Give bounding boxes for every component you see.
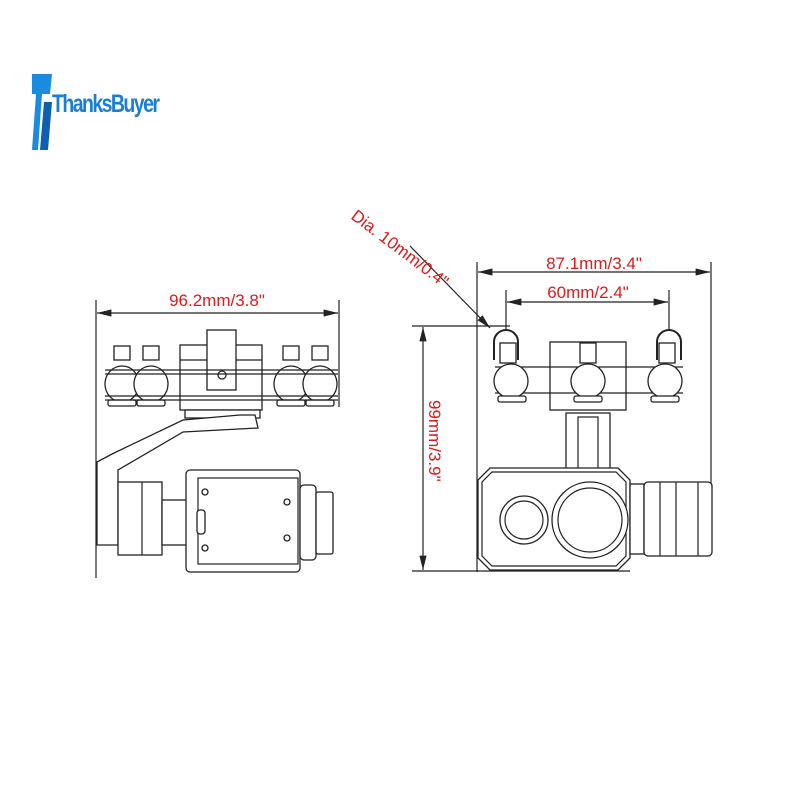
gimbal-arm (96, 414, 259, 546)
side-width-label: 96.2mm/3.8" (169, 291, 265, 310)
zoom-lens (551, 481, 629, 559)
thermal-lens (499, 495, 549, 545)
hole-diameter-label: Dia. 10mm/0.4" (348, 206, 453, 291)
mount-spacing-label: 60mm/2.4" (547, 283, 629, 302)
side-view: 96.2mm/3.8" (95, 291, 340, 578)
logo-mark-icon (32, 74, 52, 150)
front-view: 87.1mm/3.4" 60mm/2.4" Dia. 10mm/0.4" 99m… (348, 206, 713, 572)
thanksbuyer-logo: ThanksBuyer (30, 72, 160, 152)
side-motor (643, 481, 713, 557)
overall-width-label: 87.1mm/3.4" (546, 254, 642, 273)
logo-text: ThanksBuyer (52, 90, 160, 118)
dampers (104, 345, 338, 407)
height-label: 99mm/3.9" (425, 400, 444, 482)
usb-port-icon (196, 509, 206, 535)
